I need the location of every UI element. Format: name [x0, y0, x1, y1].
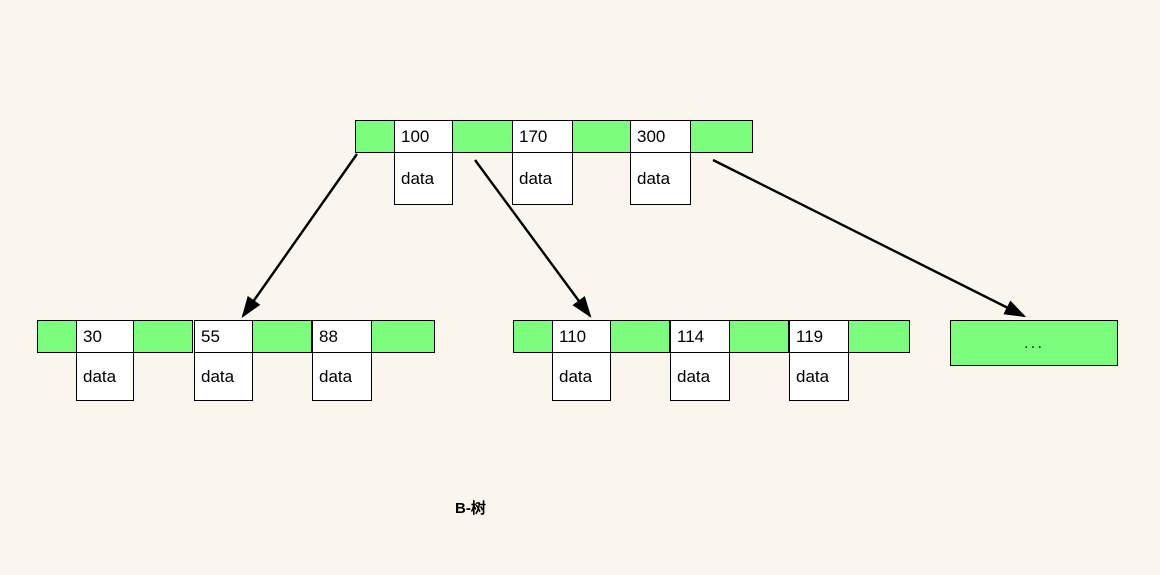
leaf-middle-key-cell-0: 110	[552, 320, 611, 353]
leaf-left-pointer-cell-1	[133, 320, 193, 353]
leaf-middle-pointer-cell-0	[513, 320, 553, 353]
root-pointer-cell-2	[572, 120, 631, 153]
leaf-left-pointer-cell-3	[371, 320, 435, 353]
leaf-middle-key-cell-2: 119	[789, 320, 849, 353]
diagram-caption: B-树	[455, 500, 486, 517]
leaf-node-right: ...	[950, 320, 1118, 366]
root-pointer-cell-1	[452, 120, 513, 153]
leaf-left-data-cell-0: data	[76, 352, 134, 401]
leaf-middle-pointer-cell-2	[729, 320, 789, 353]
arrow-root-to-right-leaf	[712, 158, 1027, 318]
leaf-middle-data-cell-2: data	[789, 352, 849, 401]
leaf-middle-pointer-cell-3	[848, 320, 910, 353]
root-data-cell-0: data	[394, 152, 453, 205]
leaf-left-pointer-cell-0	[37, 320, 77, 353]
leaf-left-key-cell-1: 55	[194, 320, 253, 353]
root-key-cell-1: 170	[512, 120, 573, 153]
leaf-left-data-cell-2: data	[312, 352, 372, 401]
leaf-middle-data-cell-1: data	[670, 352, 730, 401]
leaf-left-pointer-cell-2	[252, 320, 312, 353]
leaf-right-ellipsis-label: ...	[1023, 333, 1045, 352]
leaf-left-data-cell-1: data	[194, 352, 253, 401]
leaf-middle-data-cell-0: data	[552, 352, 611, 401]
leaf-middle-key-cell-1: 114	[670, 320, 730, 353]
arrow-root-to-left-leaf	[241, 153, 358, 318]
root-data-cell-2: data	[630, 152, 691, 205]
root-key-cell-2: 300	[630, 120, 691, 153]
root-key-cell-0: 100	[394, 120, 453, 153]
root-data-cell-1: data	[512, 152, 573, 205]
leaf-middle-pointer-cell-1	[610, 320, 670, 353]
root-pointer-cell-3	[690, 120, 753, 153]
leaf-left-key-cell-0: 30	[76, 320, 134, 353]
root-pointer-cell-0	[355, 120, 395, 153]
leaf-left-key-cell-2: 88	[312, 320, 372, 353]
